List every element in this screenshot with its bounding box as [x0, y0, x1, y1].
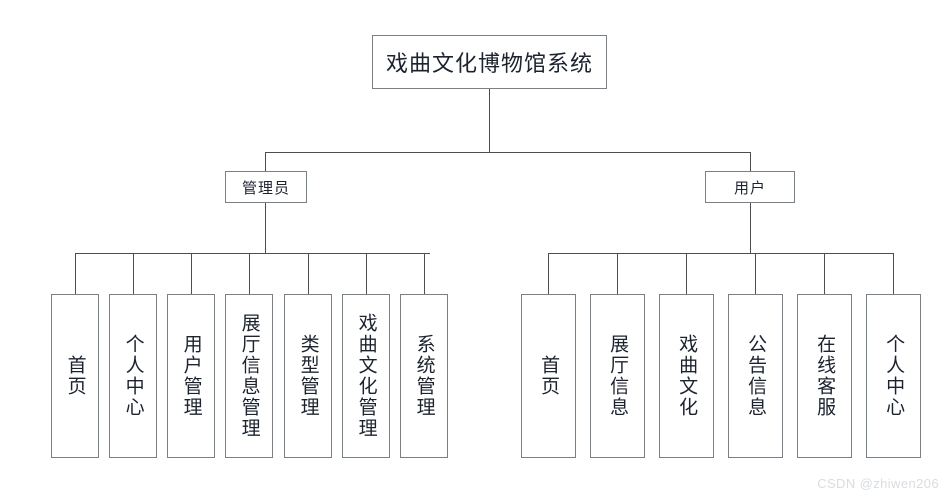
node-user-module-home-label: 首页: [538, 355, 560, 397]
node-admin-module-user-management-label: 用户管理: [180, 334, 202, 418]
connector-admin-drop-7: [424, 253, 425, 294]
node-role-admin[interactable]: 管理员: [225, 171, 307, 203]
node-user-module-exhibition-info[interactable]: 展厅信息: [590, 294, 645, 458]
node-user-module-opera-culture-label: 戏曲文化: [676, 334, 698, 418]
watermark: CSDN @zhiwen206: [817, 476, 939, 491]
connector-user-drop-6: [893, 253, 894, 294]
connector-user-stem: [750, 203, 751, 254]
connector-root-bus: [265, 152, 750, 153]
node-user-module-personal-center-label: 个人中心: [883, 334, 905, 418]
connector-admin-bus: [75, 253, 430, 254]
node-role-user-label: 用户: [733, 180, 766, 197]
node-admin-module-home[interactable]: 首页: [51, 294, 99, 458]
connector-drop-admin: [265, 152, 266, 171]
node-admin-module-system-management-label: 系统管理: [413, 334, 435, 418]
connector-user-drop-3: [686, 253, 687, 294]
node-user-module-online-support[interactable]: 在线客服: [797, 294, 852, 458]
node-user-module-personal-center[interactable]: 个人中心: [866, 294, 921, 458]
connector-admin-drop-2: [133, 253, 134, 294]
node-root-label: 戏曲文化博物馆系统: [385, 51, 593, 76]
connector-user-drop-1: [548, 253, 549, 294]
node-admin-module-type-management[interactable]: 类型管理: [284, 294, 332, 458]
connector-admin-drop-6: [366, 253, 367, 294]
node-role-user[interactable]: 用户: [705, 171, 795, 203]
node-root-system[interactable]: 戏曲文化博物馆系统: [372, 35, 607, 89]
node-role-admin-label: 管理员: [241, 180, 290, 197]
node-admin-module-type-management-label: 类型管理: [297, 334, 319, 418]
node-admin-module-personal-center[interactable]: 个人中心: [109, 294, 157, 458]
node-user-module-opera-culture[interactable]: 戏曲文化: [659, 294, 714, 458]
connector-admin-drop-4: [249, 253, 250, 294]
connector-user-bus: [548, 253, 893, 254]
node-admin-module-system-management[interactable]: 系统管理: [400, 294, 448, 458]
node-admin-module-opera-culture-management[interactable]: 戏曲文化管理: [342, 294, 390, 458]
connector-admin-drop-5: [308, 253, 309, 294]
node-admin-module-home-label: 首页: [64, 355, 86, 397]
node-admin-module-opera-culture-management-label: 戏曲文化管理: [355, 313, 377, 439]
node-user-module-announcement-info[interactable]: 公告信息: [728, 294, 783, 458]
node-admin-module-user-management[interactable]: 用户管理: [167, 294, 215, 458]
connector-admin-stem: [265, 203, 266, 254]
connector-user-drop-4: [755, 253, 756, 294]
connector-admin-drop-1: [75, 253, 76, 294]
connector-admin-drop-3: [191, 253, 192, 294]
connector-user-drop-2: [617, 253, 618, 294]
node-user-module-online-support-label: 在线客服: [814, 334, 836, 418]
node-user-module-announcement-info-label: 公告信息: [745, 334, 767, 418]
node-admin-module-personal-center-label: 个人中心: [122, 334, 144, 418]
connector-drop-user: [750, 152, 751, 171]
connector-root-stem: [489, 89, 490, 153]
node-user-module-home[interactable]: 首页: [521, 294, 576, 458]
connector-user-drop-5: [824, 253, 825, 294]
node-admin-module-exhibition-info-management[interactable]: 展厅信息管理: [225, 294, 273, 458]
node-admin-module-exhibition-info-management-label: 展厅信息管理: [238, 313, 260, 439]
node-user-module-exhibition-info-label: 展厅信息: [607, 334, 629, 418]
